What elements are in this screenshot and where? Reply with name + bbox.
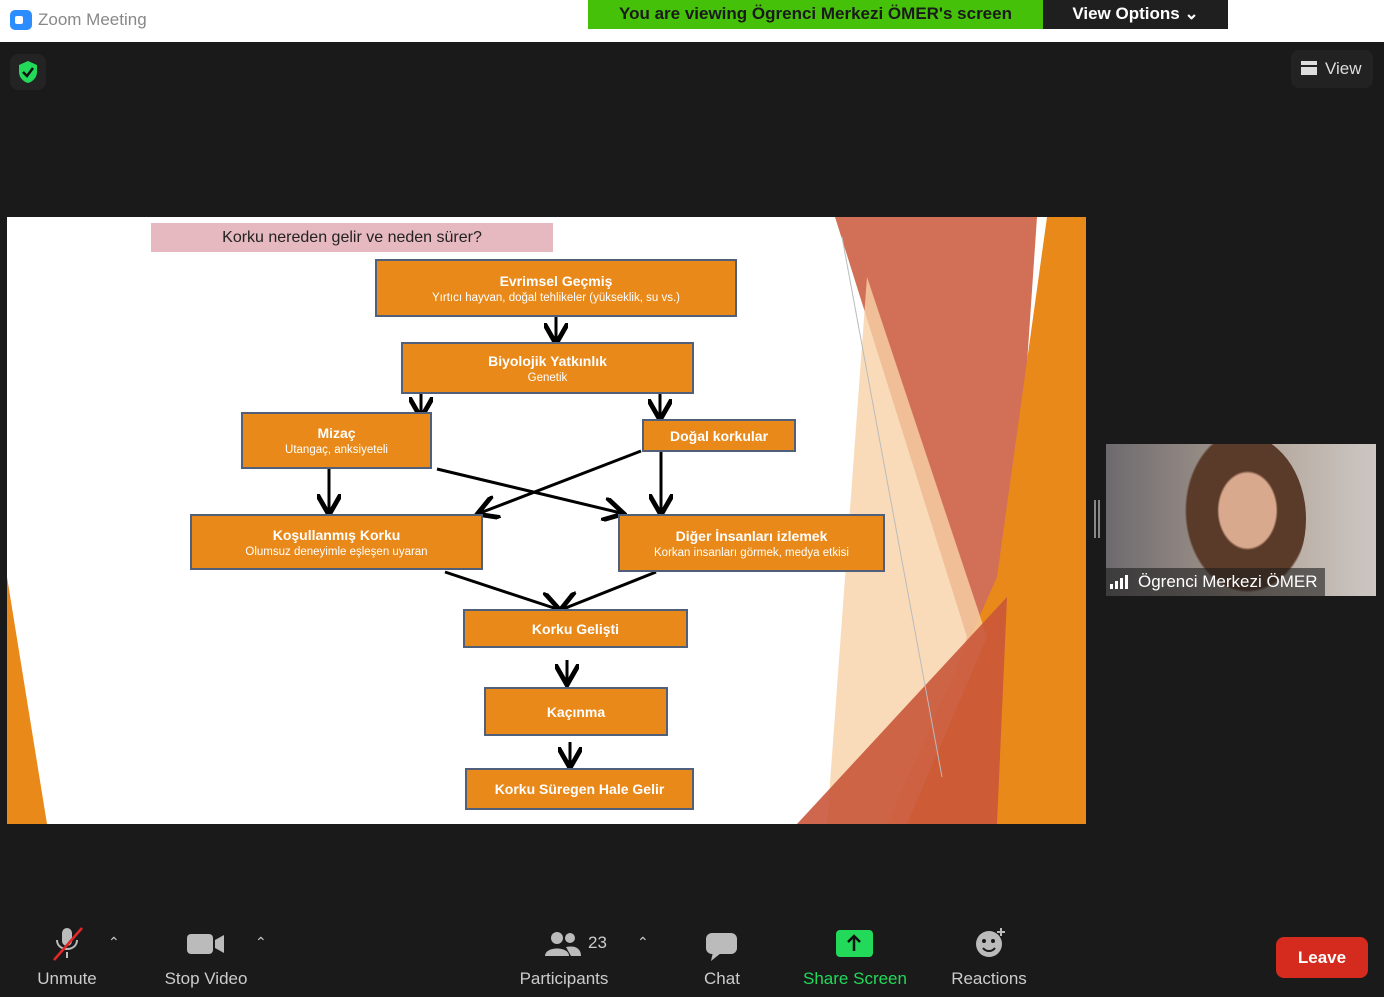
view-button[interactable]: View bbox=[1291, 50, 1373, 88]
box-subtitle: Utangaç, anksiyeteli bbox=[285, 444, 388, 456]
share-screen-button[interactable]: Share Screen bbox=[797, 920, 913, 997]
unmute-label: Unmute bbox=[37, 969, 97, 988]
security-shield-icon[interactable] bbox=[10, 54, 46, 90]
muted-mic-icon bbox=[53, 927, 83, 961]
box-title: Korku Gelişti bbox=[531, 620, 620, 637]
box-title: Doğal korkular bbox=[669, 427, 769, 444]
video-camera-icon bbox=[187, 934, 224, 954]
window-title: Zoom Meeting bbox=[38, 10, 147, 29]
participant-video-tile[interactable]: Ögrenci Merkezi ÖMER bbox=[1106, 444, 1376, 596]
participant-name-label: Ögrenci Merkezi ÖMER bbox=[1106, 568, 1326, 596]
box-title: Evrimsel Geçmiş bbox=[499, 272, 613, 289]
stop-video-label: Stop Video bbox=[164, 969, 248, 988]
slide-title: Korku nereden gelir ve neden sürer? bbox=[151, 223, 553, 252]
signal-bars-icon bbox=[1110, 575, 1132, 589]
participants-options-caret-icon[interactable]: ⌃ bbox=[637, 934, 649, 950]
reactions-button[interactable]: Reactions bbox=[944, 920, 1034, 997]
box-title: Diğer İnsanları izlemek bbox=[675, 527, 828, 544]
box-title: Mizaç bbox=[317, 425, 356, 441]
participant-name: Ögrenci Merkezi ÖMER bbox=[1138, 572, 1318, 591]
box-korku-suregen: Korku Süregen Hale Gelir bbox=[465, 768, 694, 810]
view-options-button[interactable]: View Options ⌄ bbox=[1043, 0, 1228, 29]
flow-arrows bbox=[7, 317, 1086, 824]
box-title: Koşullanmış Korku bbox=[272, 526, 401, 543]
view-label: View bbox=[1325, 59, 1362, 78]
box-subtitle: Olumsuz deneyimle eşleşen uyaran bbox=[245, 545, 428, 558]
share-screen-label: Share Screen bbox=[803, 969, 907, 988]
audio-options-caret-icon[interactable]: ⌃ bbox=[108, 934, 120, 950]
chat-button[interactable]: Chat bbox=[694, 920, 750, 997]
stop-video-button[interactable]: Stop Video bbox=[155, 920, 257, 997]
box-subtitle: Yırtıcı hayvan, doğal tehlikeler (yüksek… bbox=[432, 291, 680, 304]
box-dogal-korkular: Doğal korkular bbox=[642, 419, 796, 452]
box-title: Biyolojik Yatkınlık bbox=[488, 352, 607, 369]
chat-label: Chat bbox=[704, 969, 740, 988]
reactions-label: Reactions bbox=[951, 969, 1027, 988]
unmute-button[interactable]: Unmute bbox=[28, 920, 106, 997]
chat-bubble-icon bbox=[706, 933, 737, 961]
add-reaction-emoji-icon bbox=[976, 928, 1005, 957]
grid-view-icon bbox=[1301, 61, 1317, 75]
box-title: Korku Süregen Hale Gelir bbox=[494, 781, 665, 797]
box-subtitle: Korkan insanları görmek, medya etkisi bbox=[654, 546, 849, 559]
share-screen-arrow-icon bbox=[836, 930, 873, 957]
box-korku-gelisti: Korku Gelişti bbox=[463, 609, 688, 648]
box-kacinma: Kaçınma bbox=[484, 687, 668, 736]
panel-resize-handle[interactable] bbox=[1094, 500, 1100, 538]
participant-count: 23 bbox=[588, 933, 607, 952]
participants-button[interactable]: 23 Participants bbox=[510, 920, 618, 997]
zoom-app-icon bbox=[10, 10, 32, 30]
box-title: Kaçınma bbox=[546, 703, 606, 720]
video-options-caret-icon[interactable]: ⌃ bbox=[255, 934, 267, 950]
slide-decoration bbox=[7, 217, 1086, 824]
participants-label: Participants bbox=[519, 969, 609, 988]
participants-icon bbox=[545, 932, 581, 956]
box-subtitle: Genetik bbox=[527, 371, 568, 384]
screen-share-banner: You are viewing Ögrenci Merkezi ÖMER's s… bbox=[588, 0, 1043, 29]
shared-slide: Korku nereden gelir ve neden sürer? Evri… bbox=[7, 217, 1086, 824]
leave-button[interactable]: Leave bbox=[1276, 937, 1368, 978]
